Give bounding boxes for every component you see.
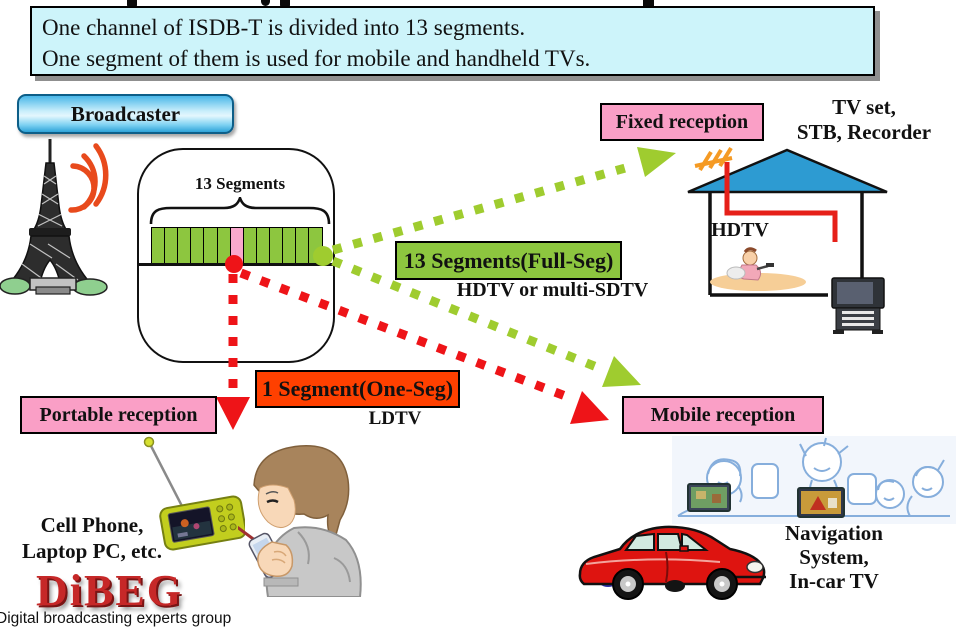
- portable-devices-line2: Laptop PC, etc.: [22, 539, 162, 563]
- cropped-title-fragment: [261, 0, 270, 6]
- mobile-reception-label: Mobile reception: [622, 396, 824, 434]
- fixed-devices-line2: STB, Recorder: [796, 120, 932, 144]
- green-arrowhead-mobile: [602, 356, 641, 387]
- fixed-reception-label: Fixed reception: [600, 103, 764, 141]
- intro-note-line2: One segment of them is used for mobile a…: [42, 46, 591, 71]
- one-seg-subtitle: LDTV: [368, 408, 422, 429]
- red-dotted-arrows: [228, 268, 570, 402]
- dibeg-logo: DiBEG: [36, 566, 183, 615]
- broadcaster-label: Broadcaster: [17, 94, 234, 134]
- cropped-title-fragment: [643, 0, 654, 8]
- full-seg-badge: 13 Segments(Full-Seg): [395, 241, 622, 280]
- car-passengers-illustration: [672, 436, 956, 524]
- portable-reception-label: Portable reception: [20, 396, 217, 434]
- fixed-reception-text: Fixed reception: [615, 110, 749, 133]
- mobile-reception-text: Mobile reception: [650, 403, 796, 426]
- house-icon: [687, 146, 888, 334]
- red-arrowhead-mobile: [570, 391, 609, 424]
- fixed-devices-line1: TV set,: [832, 95, 896, 119]
- one-seg-badge: 1 Segment(One-Seg): [255, 370, 460, 408]
- portable-reception-text: Portable reception: [39, 403, 198, 426]
- viewer-person-icon: [726, 247, 774, 281]
- segment-bar: [151, 227, 324, 264]
- green-origin-dot: [313, 246, 333, 266]
- one-seg-badge-text: 1 Segment(One-Seg): [261, 376, 454, 401]
- mobile-devices-line2: System,: [799, 545, 869, 569]
- portable-devices-line1: Cell Phone,: [40, 513, 144, 537]
- broadcast-tower-icon: [0, 139, 109, 296]
- dibeg-caption: Digital broadcasting experts group: [0, 610, 232, 627]
- red-origin-dot: [225, 255, 243, 273]
- green-dotted-arrows: [331, 160, 638, 375]
- brace-icon: [149, 197, 331, 224]
- full-seg-badge-text: 13 Segments(Full-Seg): [403, 247, 614, 273]
- portable-devices: Cell Phone, Laptop PC, etc.: [6, 512, 178, 564]
- intro-note: One channel of ISDB-T is divided into 13…: [30, 6, 875, 76]
- person-with-phone-icon: [238, 445, 362, 597]
- full-seg-subtitle: HDTV or multi-SDTV: [456, 279, 649, 301]
- fixed-devices: TV set, STB, Recorder: [780, 95, 948, 145]
- hdtv-label: HDTV: [711, 219, 769, 241]
- intro-note-line1: One channel of ISDB-T is divided into 13…: [42, 15, 526, 40]
- tv-set-icon: [831, 277, 885, 334]
- antenna-cable: [724, 162, 838, 242]
- cropped-title-fragment: [280, 0, 290, 7]
- green-arrowhead-fixed: [637, 147, 676, 177]
- mobile-devices: Navigation System, In-car TV: [755, 521, 913, 593]
- mobile-devices-line3: In-car TV: [789, 569, 879, 593]
- cropped-title-fragment: [127, 0, 137, 7]
- segments-count-label: 13 Segments: [194, 174, 286, 193]
- cell-phone-icon: [143, 436, 245, 551]
- broadcaster-text: Broadcaster: [70, 101, 181, 126]
- red-arrowhead-portable: [216, 397, 250, 430]
- car-icon: [578, 525, 766, 600]
- antenna-icon: [694, 146, 733, 172]
- mobile-devices-line1: Navigation: [784, 521, 883, 545]
- radio-waves-icon: [68, 143, 109, 213]
